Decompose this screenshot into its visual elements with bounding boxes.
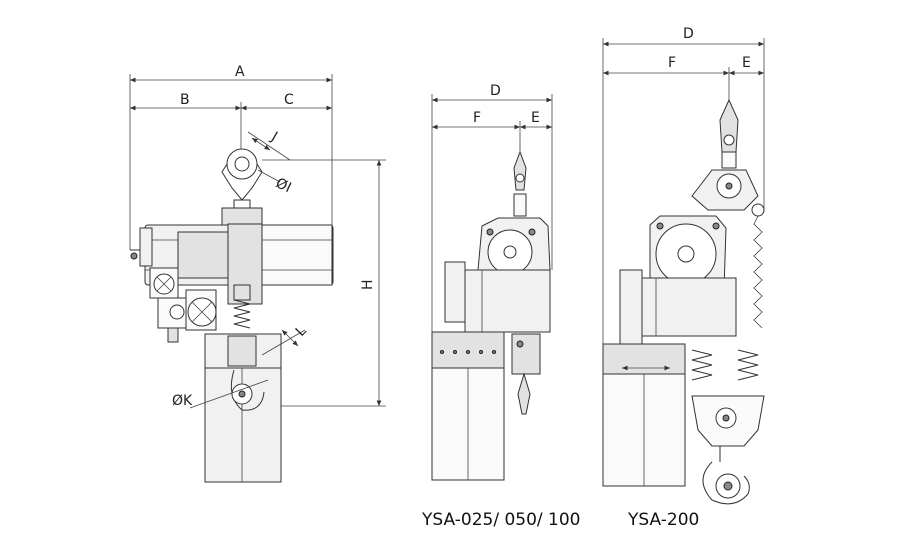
dim-a-label: A bbox=[235, 64, 245, 80]
dim-l-label: L bbox=[293, 323, 310, 340]
dim-j-label: J bbox=[268, 129, 280, 145]
dim-f-label-right: F bbox=[668, 55, 676, 71]
dim-i-label: ØI bbox=[273, 175, 293, 196]
dim-e-label-mid: E bbox=[531, 110, 540, 126]
dim-c-label: C bbox=[284, 92, 294, 108]
dim-e-label-right: E bbox=[742, 55, 751, 71]
dim-k-label: ØK bbox=[172, 393, 193, 409]
middle-view: D F E YSA-025/ 050/ 100 bbox=[421, 83, 581, 530]
left-view: A B C H J ØI bbox=[129, 64, 386, 483]
dim-f-label-mid: F bbox=[473, 110, 481, 126]
model-label-right: YSA-200 bbox=[627, 510, 699, 530]
dim-d-label-mid: D bbox=[490, 83, 501, 99]
dim-b-label: B bbox=[180, 92, 190, 108]
dim-h-label: H bbox=[360, 279, 376, 290]
model-label-middle: YSA-025/ 050/ 100 bbox=[421, 510, 581, 530]
right-view: D F E bbox=[602, 26, 765, 530]
dim-d-label-right: D bbox=[683, 26, 694, 42]
